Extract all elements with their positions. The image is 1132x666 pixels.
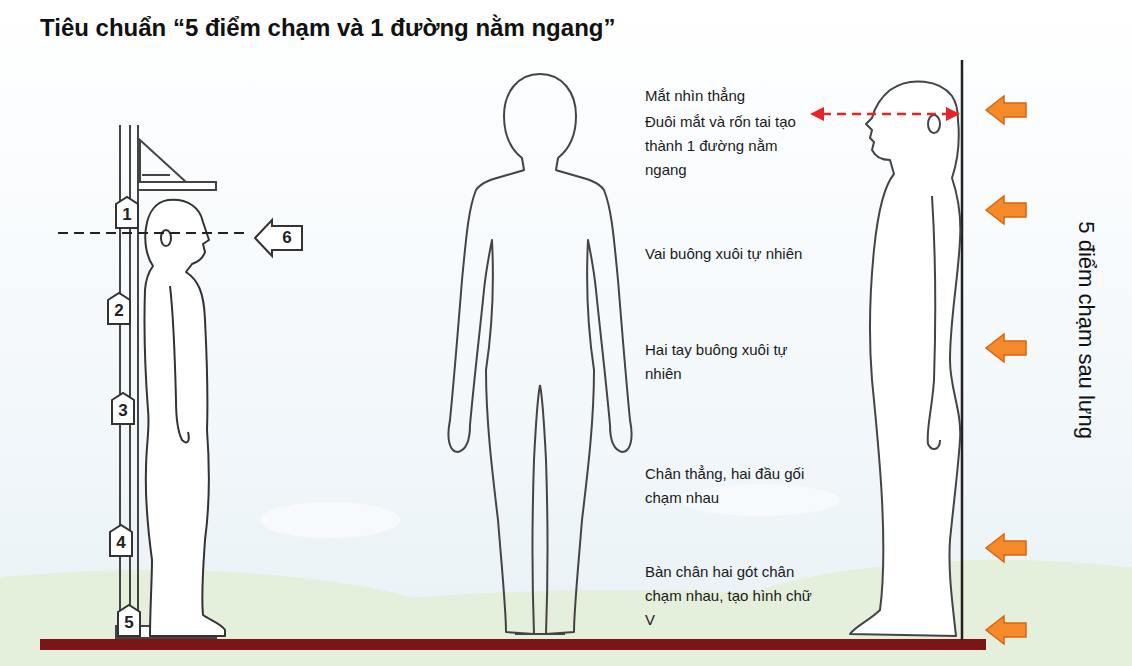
note-text: Vai buông xuôi tự nhiên [645, 242, 815, 266]
note-text: Chân thẳng, hai đầu gối chạm nhau [645, 462, 820, 510]
title: Tiêu chuẩn “5 điểm chạm và 1 đường nằm n… [40, 14, 615, 43]
touch-point-arrows [986, 96, 1026, 644]
clouds [260, 484, 840, 538]
wall-line [961, 60, 964, 640]
callout-number: 5 [118, 613, 140, 633]
child-side-figure [145, 200, 225, 636]
note-text: Bàn chân hai gót chân chạm nhau, tạo hìn… [645, 560, 820, 632]
eye-ear-line [810, 107, 960, 121]
child-front-figure [448, 74, 631, 634]
note-text: Hai tay buông xuôi tự nhiên [645, 338, 815, 386]
note-text: Đuôi mắt và rốn tai tạo thành 1 đường nằ… [645, 110, 805, 182]
side-caption: 5 điểm chạm sau lưng [1073, 221, 1099, 439]
callout-markers [108, 197, 302, 636]
callout-number: 4 [110, 533, 132, 553]
callout-number: 3 [112, 401, 134, 421]
callout-number: 6 [272, 228, 302, 248]
note-text: Mắt nhìn thẳng [645, 84, 815, 108]
eye-level-line [58, 232, 250, 234]
callout-number: 1 [116, 205, 138, 225]
floor-bar [40, 639, 986, 650]
callout-number: 2 [108, 301, 130, 321]
child-wall-figure [850, 81, 960, 636]
